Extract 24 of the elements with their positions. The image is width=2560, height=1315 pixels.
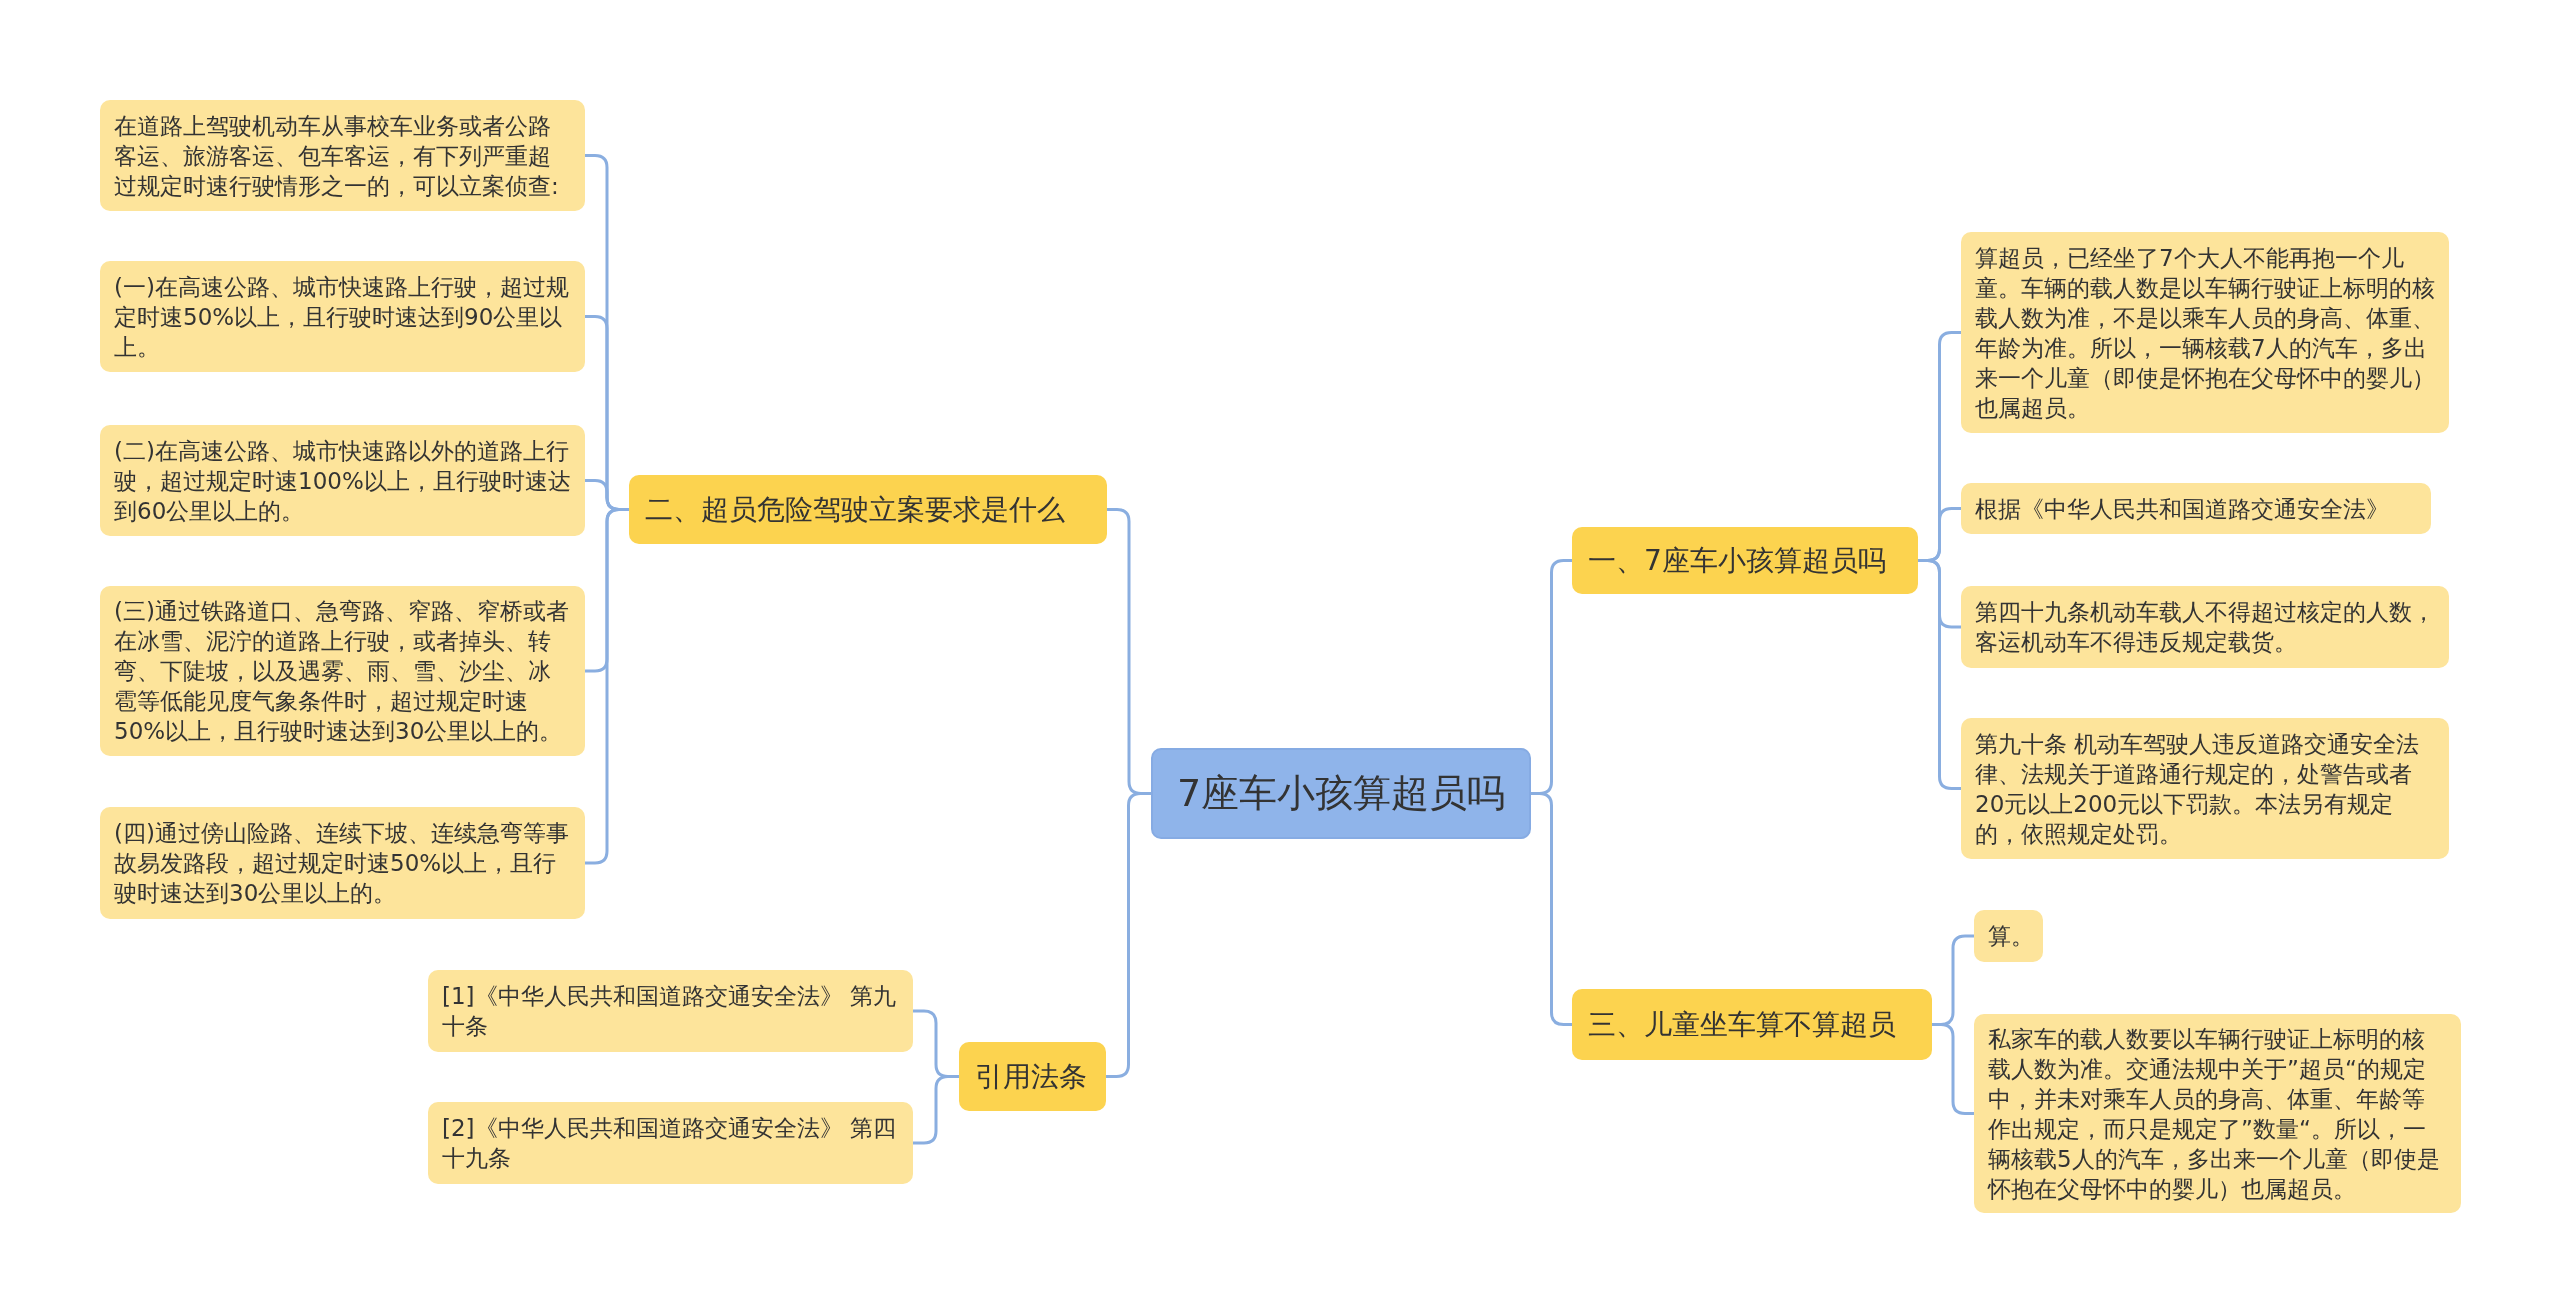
topic-box: 引用法条 (959, 1042, 1106, 1111)
connector (913, 1075, 959, 1145)
note-box: (四)通过傍山险路、连续下坡、连续急弯等事故易发路段，超过规定时速50%以上，且行驶时速达到30公里以上的。 (100, 807, 585, 919)
note-box: 根据《中华人民共和国道路交通安全法》 (1961, 483, 2431, 534)
note-box: (二)在高速公路、城市快速路以外的道路上行驶，超过规定时速100%以上，且行驶时速达到60公里以上的。 (100, 425, 585, 536)
topic-box: 一、7座车小孩算超员吗 (1572, 527, 1918, 594)
note-box: [1]《中华人民共和国道路交通安全法》 第九十条 (428, 970, 913, 1052)
note-box: (三)通过铁路道口、急弯路、窄路、窄桥或者在冰雪、泥泞的道路上行驶，或者掉头、转弯、下陡坡，以及遇雾、雨、雪、沙尘、冰雹等低能见度气象条件时，超过规定时速50%以上，且行驶时速达到30公里以上的。 (100, 586, 585, 756)
note-box: 在道路上驾驶机动车从事校车业务或者公路客运、旅游客运、包车客运，有下列严重超过规定时速行驶情形之一的，可以立案侦查: (100, 100, 585, 211)
note-box: 第九十条 机动车驾驶人违反道路交通安全法律、法规关于道路通行规定的，处警告或者20元以上200元以下罚款。本法另有规定的，依照规定处罚。 (1961, 718, 2449, 859)
note-box: 私家车的载人数要以车辆行驶证上标明的核载人数为准。交通法规中关于”超员“的规定中，并未对乘车人员的身高、体重、年龄等作出规定，而只是规定了”数量“。所以，一辆核载5人的汽车，多出来一个儿童（即使是怀抱在父母怀中的婴儿）也属超员。 (1974, 1014, 2461, 1213)
connector (1106, 792, 1151, 1078)
note-box: (一)在高速公路、城市快速路上行驶，超过规定时速50%以上，且行驶时速达到90公里以上。 (100, 261, 585, 372)
topic-box: 三、儿童坐车算不算超员 (1572, 989, 1932, 1060)
connector (585, 508, 629, 865)
connector (1932, 1023, 1974, 1115)
note-box: 第四十九条机动车载人不得超过核定的人数，客运机动车不得违反规定载货。 (1961, 586, 2449, 668)
topic-box: 二、超员危险驾驶立案要求是什么 (629, 475, 1107, 544)
note-box: 算。 (1974, 910, 2043, 962)
connector (1918, 559, 1961, 790)
central-topic-box: 7座车小孩算超员吗 (1151, 748, 1531, 839)
note-box: 算超员，已经坐了7个大人不能再抱一个儿童。车辆的载人数是以车辆行驶证上标明的核载人数为准，不是以乘车人员的身高、体重、年龄为准。所以，一辆核载7人的汽车，多出来一个儿童（即使是怀抱在父母怀中的婴儿）也属超员。 (1961, 232, 2449, 433)
connector (1531, 792, 1572, 1026)
note-box: [2]《中华人民共和国道路交通安全法》 第四十九条 (428, 1102, 913, 1184)
